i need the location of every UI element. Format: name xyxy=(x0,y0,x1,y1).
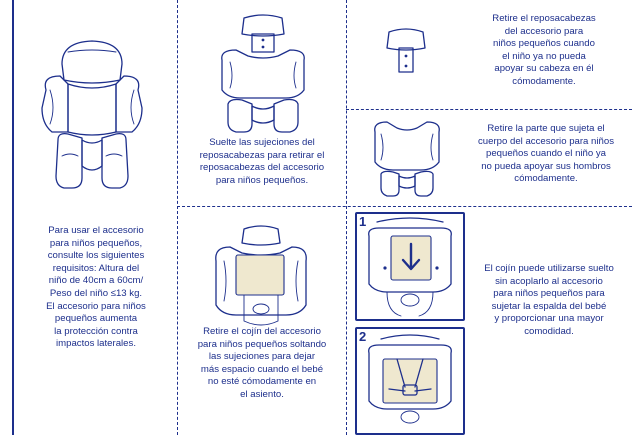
step-2-illustration xyxy=(368,334,452,424)
release-headrest-text: Suelte las sujeciones del reposacabezas … xyxy=(199,137,325,186)
requirements-text: Para usar el accesorio para niños pequeñ… xyxy=(46,225,146,350)
left-border xyxy=(12,0,14,435)
divider-row-right-top xyxy=(346,109,632,110)
step-1-frame: 1 xyxy=(355,212,465,321)
insert-with-headrest-illustration xyxy=(221,14,305,133)
step-2-number: 2 xyxy=(359,329,367,344)
cushion-standalone-text: El cojín puede utilizarse suelto sin aco… xyxy=(484,263,614,337)
panel-remove-cushion: Retire el cojín del accesorio para niños… xyxy=(178,207,346,435)
headrest-illustration xyxy=(386,28,426,73)
step-1-number: 1 xyxy=(359,214,367,229)
remove-body-text: Retire la parte que sujeta el cuerpo del… xyxy=(478,123,614,185)
infant-insert-full-illustration xyxy=(41,40,143,189)
divider-col-2 xyxy=(346,0,347,435)
panel-cushion-standalone: 1 2 El cojín puede utilizarse xyxy=(347,207,632,435)
divider-col-1 xyxy=(177,0,178,435)
panel-requirements: Para usar el accesorio para niños pequeñ… xyxy=(14,0,177,435)
step-1-illustration xyxy=(368,217,452,317)
panel-remove-headrest: Retire el reposacabezas del accesorio pa… xyxy=(347,0,632,109)
panel-release-headrest: Suelte las sujeciones del reposacabezas … xyxy=(178,0,346,206)
body-support-illustration xyxy=(374,121,440,197)
remove-cushion-text: Retire el cojín del accesorio para niños… xyxy=(197,326,327,400)
cushion-in-seat-illustration xyxy=(215,225,307,326)
remove-headrest-text: Retire el reposacabezas del accesorio pa… xyxy=(492,13,596,87)
divider-row-mid xyxy=(177,206,632,207)
step-2-frame: 2 xyxy=(355,327,465,435)
panel-remove-body: Retire la parte que sujeta el cuerpo del… xyxy=(347,110,632,206)
